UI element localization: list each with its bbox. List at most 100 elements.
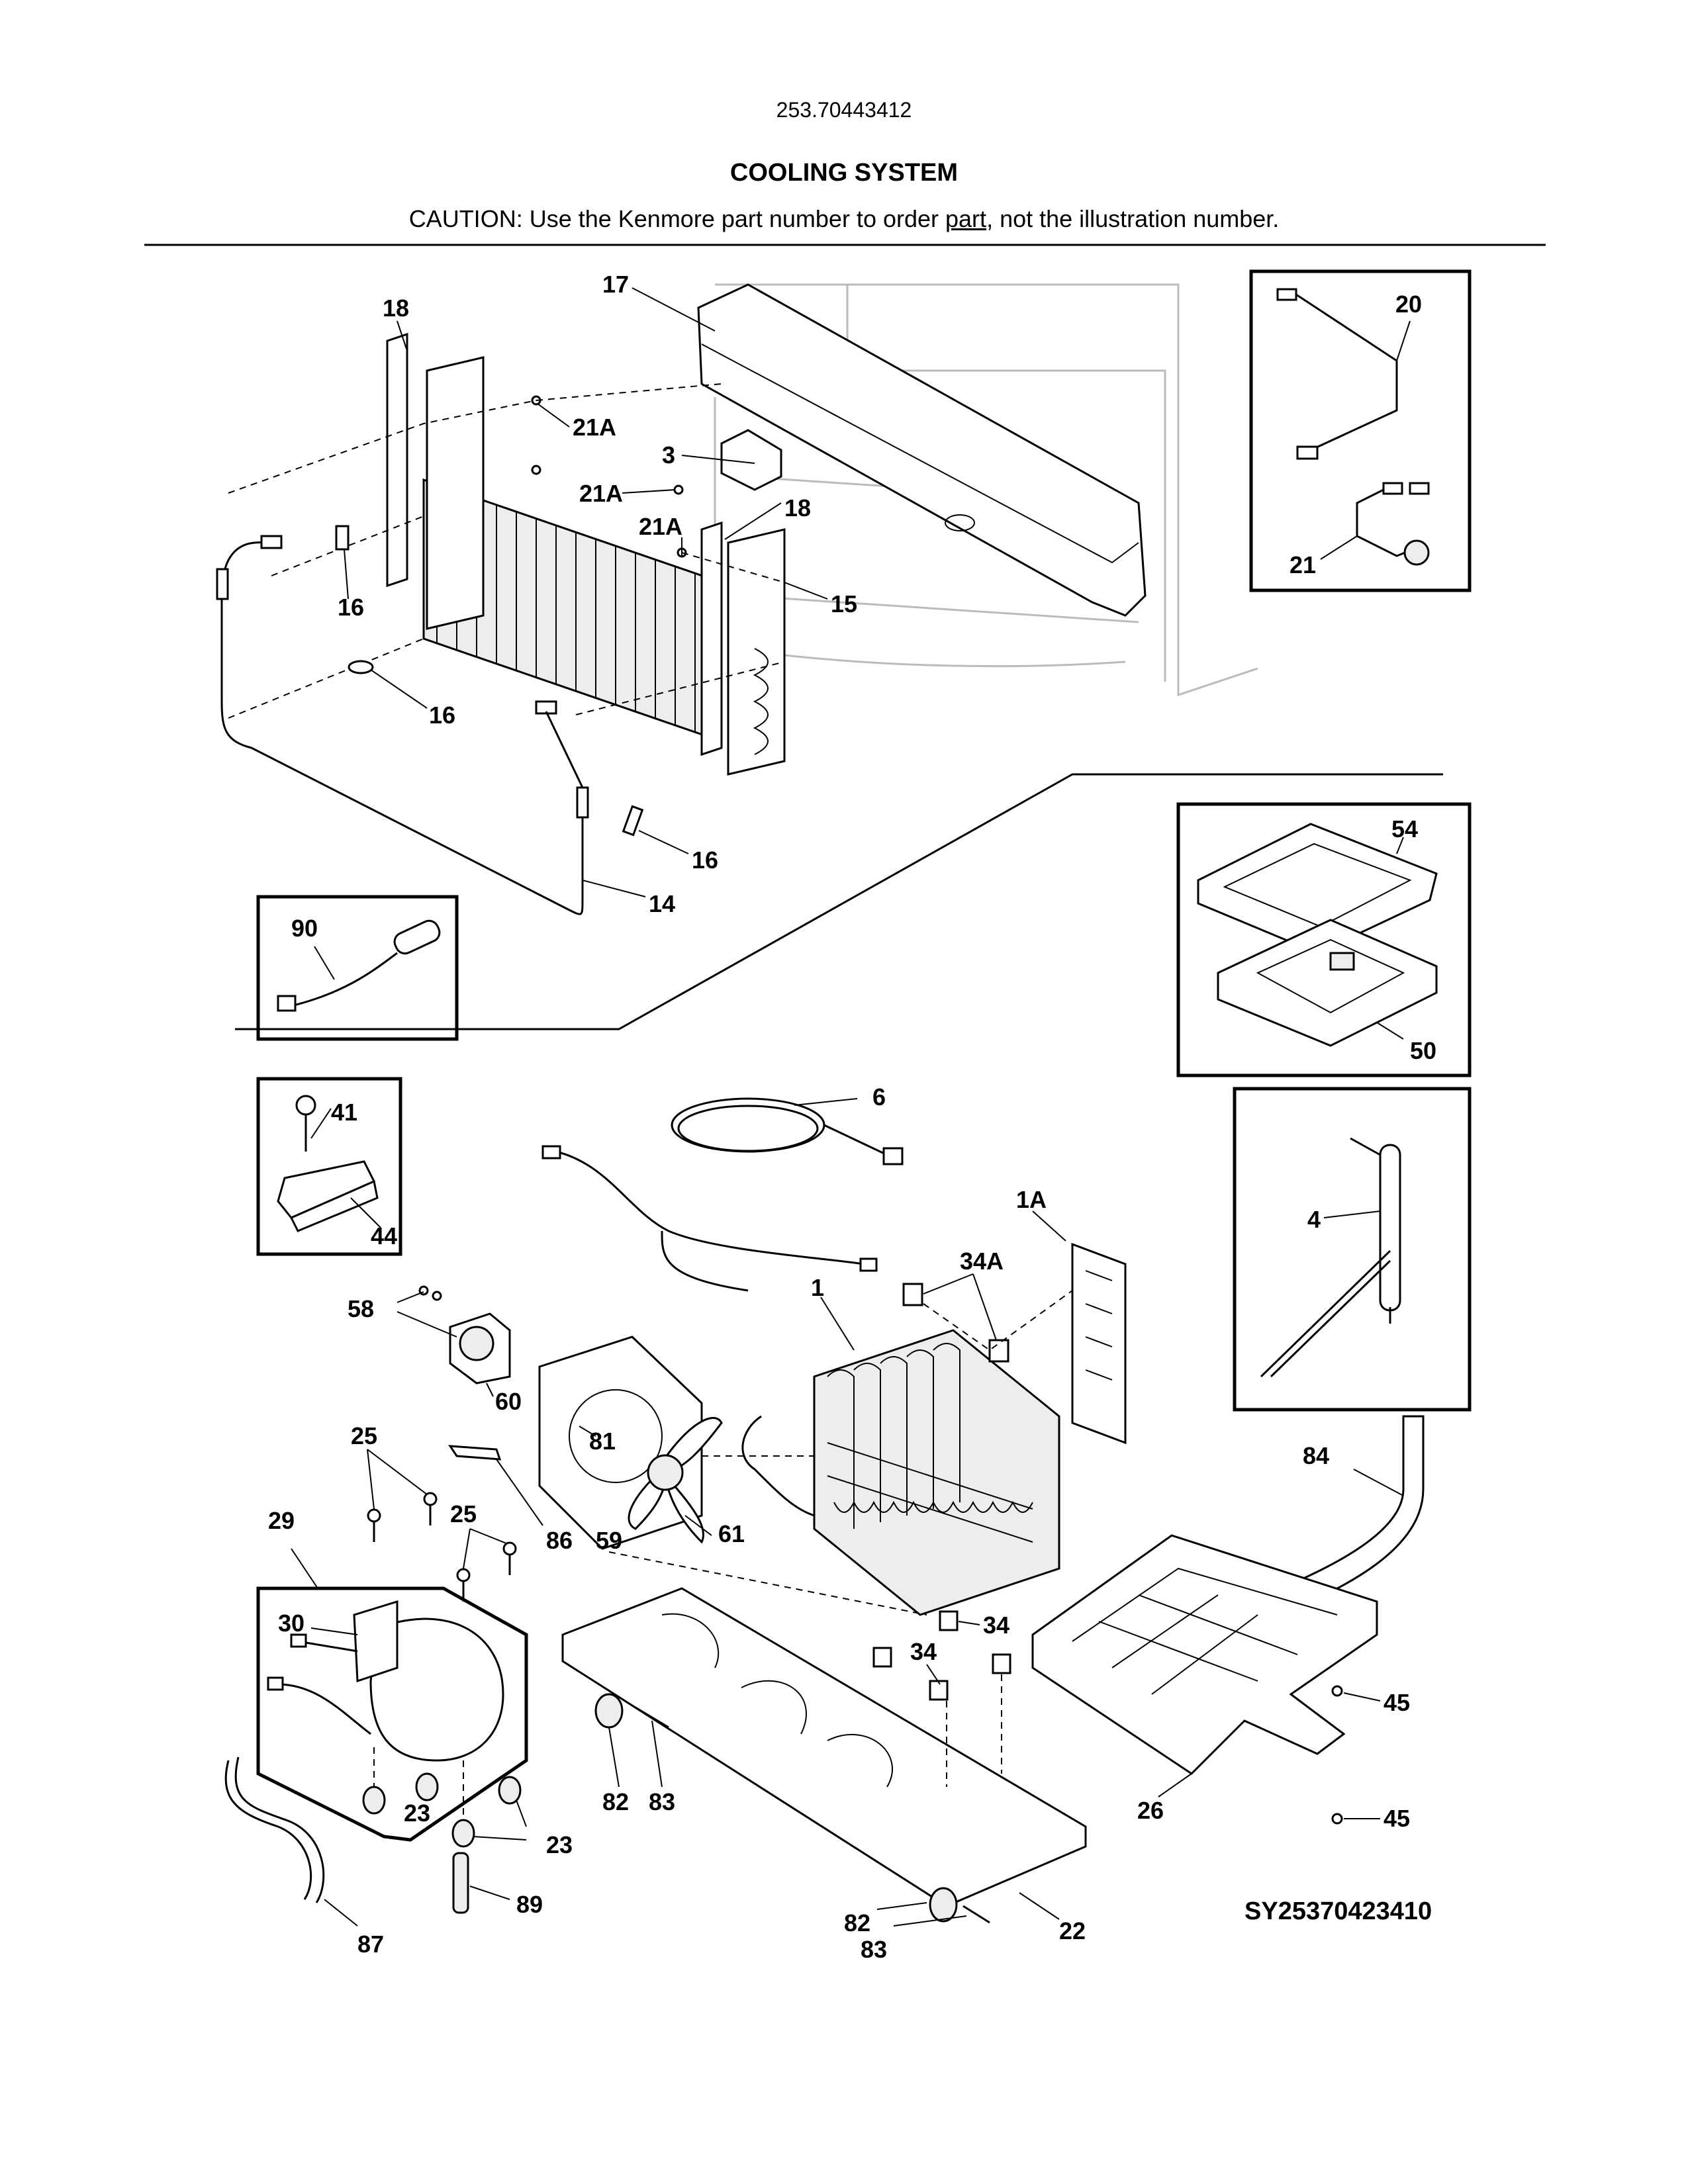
grommet-34: [872, 1610, 1011, 1787]
section-divider: [235, 773, 1443, 1030]
callout-34: 34: [983, 1612, 1009, 1639]
callout-3: 3: [662, 441, 675, 469]
callout-18: 18: [383, 295, 409, 322]
leaders-upper: [344, 287, 828, 897]
callout-17: 17: [602, 271, 629, 298]
evaporator-cover: [697, 283, 1147, 617]
callout-58: 58: [348, 1295, 374, 1322]
callout-29: 29: [268, 1507, 295, 1534]
callout-45: 45: [1383, 1805, 1410, 1832]
callout-90: 90: [291, 915, 318, 942]
callout-60: 60: [495, 1388, 522, 1415]
leader-29: [291, 1548, 318, 1589]
inset-box-drier: [1233, 1087, 1472, 1412]
fan-blade-61: [628, 1417, 723, 1544]
callout-83: 83: [649, 1788, 675, 1815]
callout-20: 20: [1395, 291, 1422, 318]
callout-45: 45: [1383, 1689, 1410, 1716]
callout-61: 61: [718, 1520, 745, 1547]
drain-pan-26: [1031, 1534, 1378, 1797]
screw-25: [367, 1449, 517, 1602]
evaporator-15: [422, 356, 786, 776]
callout-23: 23: [404, 1799, 430, 1827]
fan-motor-60: [449, 1312, 511, 1397]
grommet-23: [362, 1747, 527, 1848]
bracket-44: [277, 1160, 381, 1232]
callout-18: 18: [784, 494, 811, 522]
callout-21A: 21A: [579, 480, 623, 507]
heater-lead-90: [277, 919, 441, 1012]
caution-prefix: CAUTION: Use the Kenmore part number to …: [408, 205, 946, 232]
inset-box-sensors: [1249, 269, 1472, 592]
callout-1A: 1A: [1016, 1186, 1047, 1213]
compressor-box-29: [256, 1586, 528, 1842]
inset-box-control: [1176, 802, 1472, 1077]
callout-25: 25: [351, 1422, 377, 1449]
callout-59: 59: [596, 1527, 622, 1554]
screw-41: [295, 1095, 332, 1152]
thermistor-21: [1320, 482, 1430, 566]
callout-23: 23: [546, 1831, 573, 1858]
drier-4: [1260, 1137, 1401, 1378]
callout-54: 54: [1391, 815, 1418, 842]
callout-16: 16: [692, 846, 718, 874]
assembly-lines-condenser: [608, 1290, 1073, 1615]
grommet-34A: [902, 1273, 1009, 1363]
callout-86: 86: [546, 1527, 573, 1554]
compressor-30: [267, 1600, 504, 1762]
callout-4: 4: [1307, 1206, 1321, 1233]
bracket-3: [720, 429, 782, 491]
caution-link-part[interactable]: part: [945, 205, 987, 232]
control-cover-54: [1197, 823, 1438, 954]
callout-89: 89: [516, 1891, 543, 1918]
callout-84: 84: [1303, 1442, 1329, 1469]
callout-26: 26: [1137, 1797, 1164, 1824]
callout-1: 1: [811, 1274, 824, 1301]
caution-note: CAUTION: Use the Kenmore part number to …: [0, 205, 1688, 233]
callout-34A: 34A: [960, 1248, 1004, 1275]
inset-box-bracket: [256, 1077, 402, 1256]
callout-14: 14: [649, 890, 675, 917]
screw-45: [1331, 1685, 1381, 1825]
callout-15: 15: [831, 590, 857, 617]
callout-22: 22: [1059, 1917, 1086, 1944]
callout-82: 82: [844, 1909, 870, 1936]
callout-16: 16: [429, 702, 455, 729]
tubing-6: [541, 1097, 904, 1292]
callout-41: 41: [331, 1099, 357, 1126]
model-number: 253.70443412: [776, 98, 912, 122]
control-board-50: [1217, 919, 1438, 1047]
condenser-1: [741, 1297, 1060, 1616]
callout-44: 44: [371, 1222, 397, 1250]
page-title: COOLING SYSTEM: [729, 159, 959, 187]
defrost-heater-14: [216, 535, 589, 915]
callout-81: 81: [589, 1428, 616, 1455]
end-plate-18: [386, 332, 723, 756]
pin-83: [635, 1706, 990, 1927]
sensor-harness-20: [1276, 288, 1411, 460]
caution-suffix: , not the illustration number.: [986, 205, 1280, 232]
assembly-lines-upper: [228, 383, 785, 719]
callout-6: 6: [872, 1083, 886, 1111]
screw-58: [397, 1285, 457, 1338]
callout-25: 25: [450, 1500, 477, 1527]
callout-82: 82: [602, 1788, 629, 1815]
callout-50: 50: [1410, 1037, 1436, 1064]
callout-87: 87: [357, 1931, 384, 1958]
grommet-16: [335, 525, 644, 837]
damper-82: [594, 1693, 958, 1923]
callout-30: 30: [278, 1610, 305, 1637]
callout-83: 83: [861, 1936, 887, 1963]
baffle-1A: [1032, 1210, 1127, 1445]
callout-21: 21: [1289, 551, 1316, 578]
callout-21A: 21A: [639, 513, 682, 540]
clip-86: [448, 1445, 543, 1526]
tube-87: [224, 1756, 358, 1927]
callout-16: 16: [338, 594, 364, 621]
diagram-code: SY25370423410: [1244, 1897, 1432, 1925]
inset-box-90: [256, 895, 459, 1041]
tube-89: [452, 1852, 510, 1914]
base-plate-22: [561, 1587, 1087, 1920]
callout-21A: 21A: [573, 414, 616, 441]
